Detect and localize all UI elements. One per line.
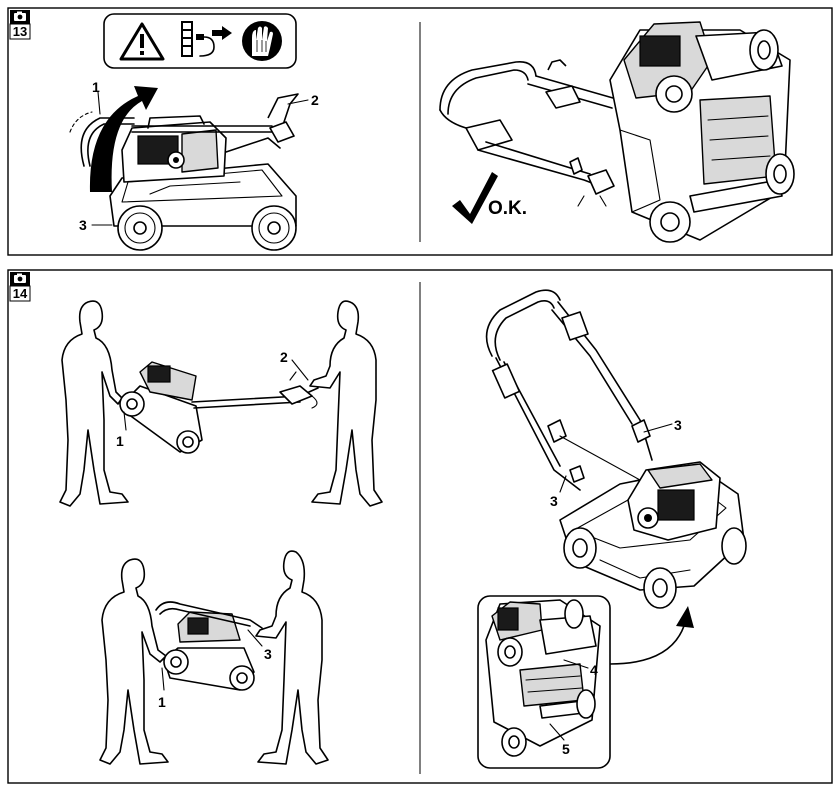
callout-3: 3: [79, 217, 113, 233]
arrow-up-icon: [89, 86, 158, 192]
wheel: [117, 205, 163, 251]
callout-5: 5: [549, 723, 570, 757]
svg-text:3: 3: [264, 646, 272, 662]
camera-icon: [14, 11, 26, 21]
svg-text:3: 3: [674, 417, 682, 433]
svg-text:1: 1: [92, 79, 100, 95]
callout-3a: 3: [643, 417, 682, 433]
person-right: [309, 300, 383, 507]
ok-mark: O.K.: [452, 172, 527, 224]
wheel: [721, 527, 747, 565]
pointer-arrow: [609, 625, 685, 665]
mower-perspective-view: [485, 289, 747, 609]
svg-text:1: 1: [158, 694, 166, 710]
gloves-icon: [242, 21, 282, 61]
svg-text:4: 4: [590, 662, 598, 678]
mower-side-view: [109, 93, 299, 251]
figure-14: 14 2: [7, 269, 833, 784]
svg-text:3: 3: [550, 493, 558, 509]
callout-1: 1: [158, 667, 166, 710]
callout-1: 1: [116, 411, 127, 449]
figure-number: 13: [13, 24, 27, 39]
person-left: [99, 558, 169, 765]
svg-text:3: 3: [79, 217, 87, 233]
svg-text:2: 2: [311, 92, 319, 108]
wheel: [655, 75, 693, 113]
figure-badge-13: 13: [9, 10, 31, 40]
figure-badge-14: 14: [9, 272, 31, 302]
warning-triangle-icon: [119, 22, 165, 61]
wheel: [765, 153, 795, 195]
folding-handle: [69, 111, 135, 167]
wheel: [649, 201, 691, 243]
callout-2: 2: [287, 92, 319, 108]
camera-icon: [14, 273, 26, 283]
svg-text:O.K.: O.K.: [488, 198, 527, 219]
callout-3: 3: [247, 629, 272, 662]
svg-text:5: 5: [562, 741, 570, 757]
callout-4: 4: [563, 659, 598, 678]
detail-inset: [477, 595, 611, 769]
person-left: [59, 300, 129, 507]
callout-3b: 3: [550, 475, 567, 509]
wheel: [749, 29, 779, 71]
carry-scene-top: [59, 300, 383, 507]
svg-text:2: 2: [280, 349, 288, 365]
checkmark-icon: [452, 172, 498, 224]
figure-13: 13: [7, 7, 833, 256]
person-right: [255, 550, 329, 765]
safety-sign-box: [103, 13, 297, 69]
carry-scene-bottom: [99, 550, 329, 765]
callout-2: 2: [280, 349, 309, 381]
mower-upright-view: [439, 21, 795, 243]
svg-text:1: 1: [116, 433, 124, 449]
wheel: [251, 205, 297, 251]
arrow-up-icon: [676, 606, 694, 628]
callout-1: 1: [92, 79, 101, 115]
wheel: [643, 567, 677, 609]
wheel: [563, 527, 597, 569]
figure-number: 14: [13, 286, 28, 301]
spark-plug-disconnect-icon: [181, 21, 232, 57]
